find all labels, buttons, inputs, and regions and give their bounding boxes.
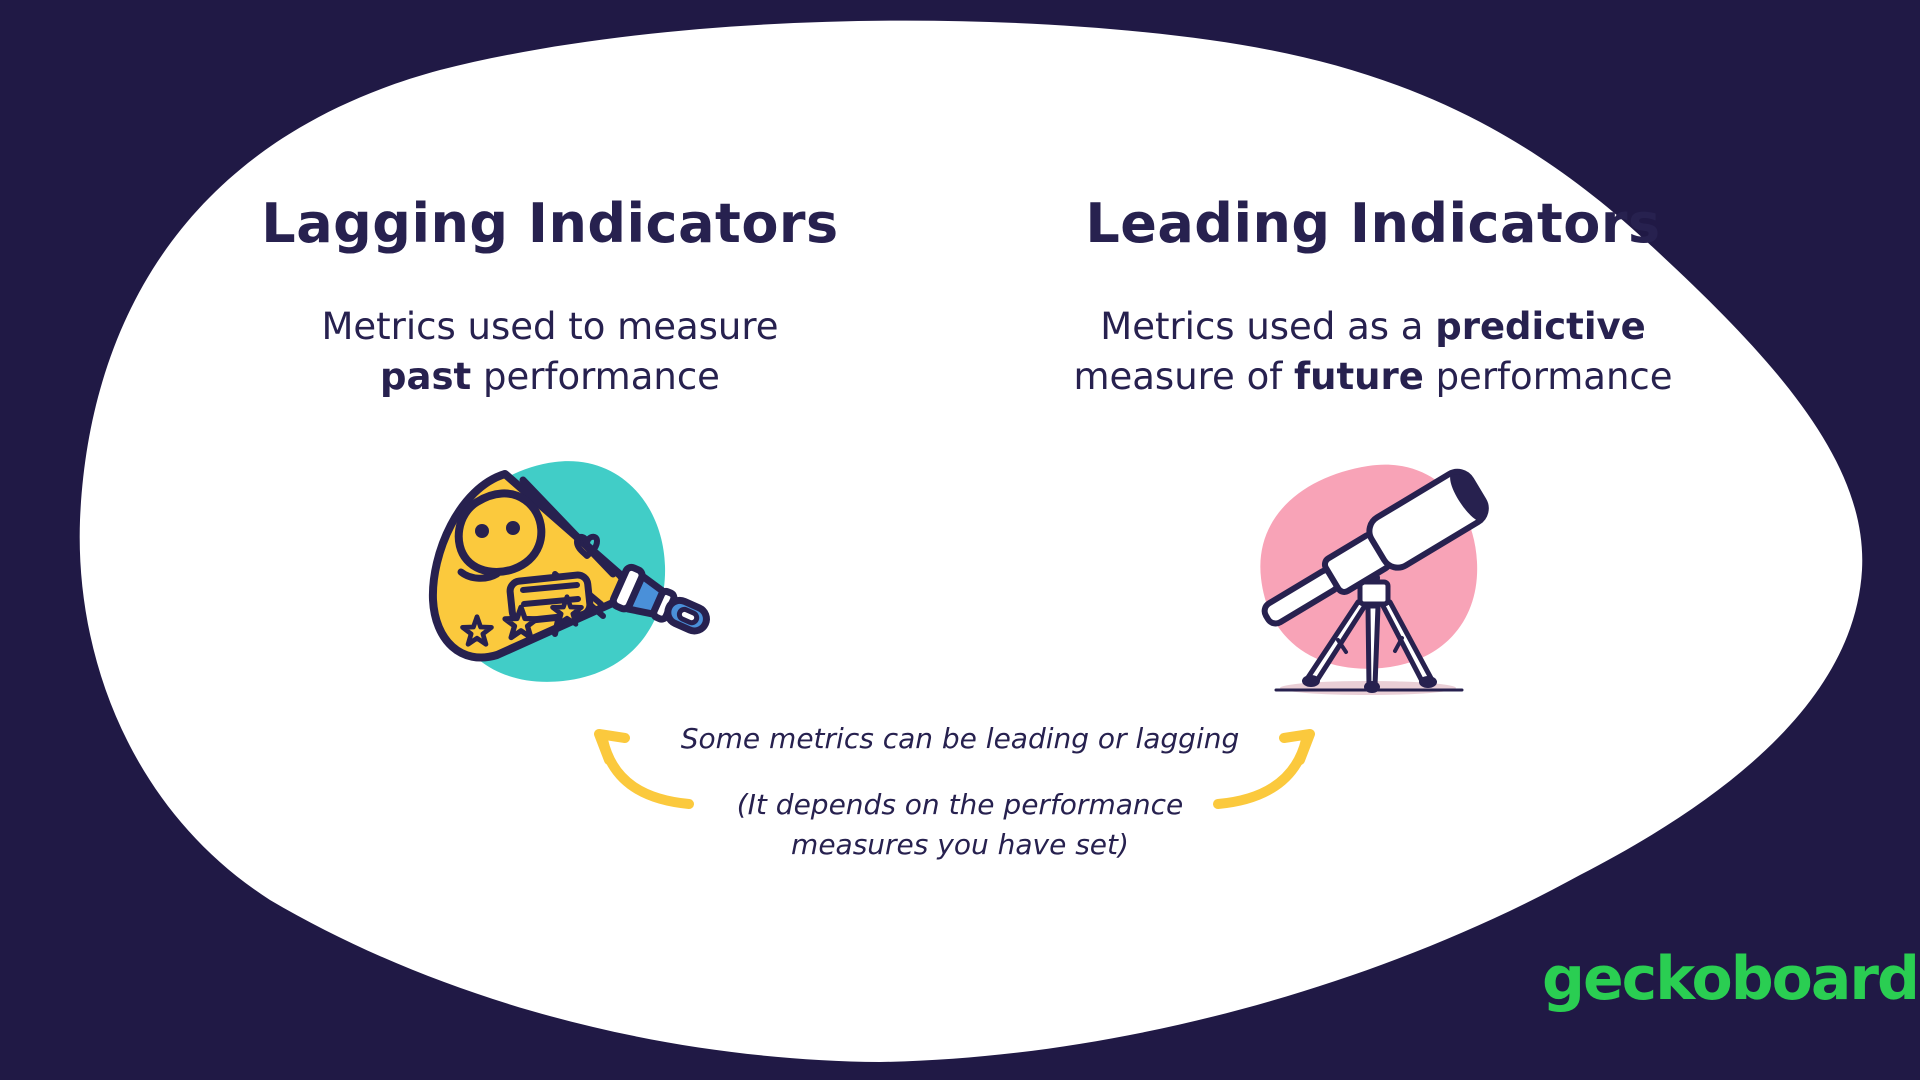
curved-arrow-right-icon bbox=[1213, 729, 1315, 809]
smiley-doodle bbox=[454, 489, 546, 582]
note-line1: Some metrics can be leading or lagging bbox=[680, 722, 1240, 755]
tripod bbox=[1302, 572, 1437, 693]
megaphone-handle bbox=[609, 563, 710, 635]
lagging-subtitle-line2-rest: performance bbox=[471, 354, 720, 398]
curved-arrow-left-icon bbox=[594, 729, 694, 809]
telescope-doodle bbox=[1261, 468, 1489, 695]
telescope-illustration bbox=[1260, 464, 1489, 695]
telescope-tubes bbox=[1261, 468, 1489, 627]
leading-subtitle-line2-prefix: measure of bbox=[1073, 354, 1294, 398]
leading-subtitle-bold-word2: future bbox=[1294, 354, 1424, 398]
lagging-subtitle-line1: Metrics used to measure bbox=[321, 305, 779, 348]
leading-subtitle-line1-prefix: Metrics used as a bbox=[1100, 305, 1436, 348]
lagging-indicators-title: Lagging Indicators bbox=[261, 192, 839, 255]
megaphone-doodle bbox=[428, 470, 710, 662]
stars-doodle bbox=[460, 594, 584, 647]
leading-subtitle-bold-word1: predictive bbox=[1435, 305, 1646, 348]
leading-indicators-title: Leading Indicators bbox=[1085, 192, 1661, 255]
note-line3: measures you have set) bbox=[791, 828, 1129, 861]
geckoboard-logo: geckoboard bbox=[1542, 944, 1920, 1014]
note-line2: (It depends on the performance bbox=[736, 788, 1184, 821]
leading-indicators-subtitle: Metrics used as a predictive measure of … bbox=[1063, 302, 1683, 401]
lagging-subtitle-bold-word: past bbox=[380, 354, 472, 398]
heart-doodle bbox=[574, 533, 600, 559]
spyglass-illustration bbox=[428, 461, 710, 682]
lagging-indicators-subtitle: Metrics used to measure past performance bbox=[240, 302, 860, 401]
leading-subtitle-line2-rest: performance bbox=[1423, 354, 1673, 398]
